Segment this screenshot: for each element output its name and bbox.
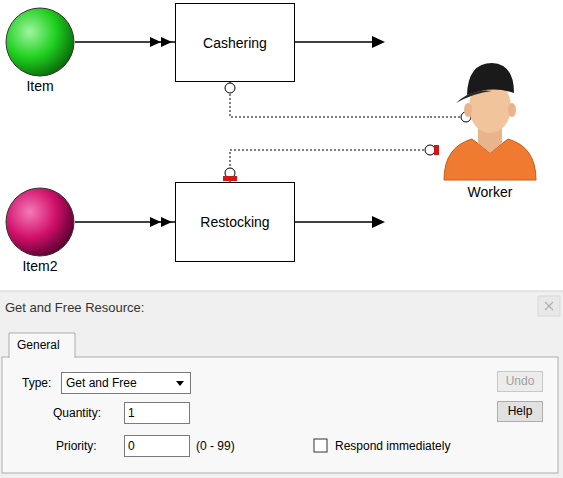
connector (225, 82, 471, 122)
priority-input: 0 (124, 435, 190, 457)
dropdown-arrow (172, 375, 188, 391)
source-circle (5, 7, 75, 77)
quantity-input: 1 (124, 402, 190, 424)
connector (75, 37, 175, 47)
button-disabled: Undo (497, 371, 543, 392)
tab-panel (2, 357, 558, 473)
output-head (372, 216, 385, 228)
field-label: Priority: (56, 439, 97, 453)
dialog-title: Get and Free Resource: (5, 300, 144, 315)
tab-label: General (17, 338, 60, 352)
checkbox (314, 439, 327, 452)
tab (9, 333, 75, 358)
input-value: 0 (128, 439, 135, 453)
output-line (295, 41, 375, 43)
checkbox-label: Respond immediately (335, 439, 450, 453)
field-label: Type: (22, 376, 51, 390)
select-value: Get and Free (66, 376, 137, 390)
node-label: Worker (430, 184, 550, 200)
worker-figure (430, 55, 550, 185)
connector (223, 145, 439, 182)
box-label: Cashering (203, 35, 267, 51)
output-head (372, 36, 385, 48)
dialog-bg (0, 291, 563, 478)
type-select: Get and Free (61, 372, 191, 394)
node-label: Item2 (5, 258, 75, 274)
dialog-edge (0, 291, 563, 292)
process-box: Cashering (175, 3, 295, 82)
item-source: Item (5, 7, 75, 102)
close-button (538, 296, 560, 316)
node-label: Item (5, 78, 75, 94)
button: Help (497, 401, 543, 422)
output-line (295, 221, 375, 223)
resource-pool: Worker (430, 55, 550, 205)
close-glyph (545, 302, 553, 310)
input-value: 1 (128, 406, 135, 420)
tab-join (10, 356, 74, 359)
field-label: Quantity: (53, 406, 101, 420)
connector (75, 217, 175, 227)
item-source: Item2 (5, 187, 75, 282)
box-label: Restocking (200, 214, 269, 230)
process-box: Restocking (175, 182, 295, 262)
range-note: (0 - 99) (196, 439, 235, 453)
source-circle (5, 187, 75, 257)
